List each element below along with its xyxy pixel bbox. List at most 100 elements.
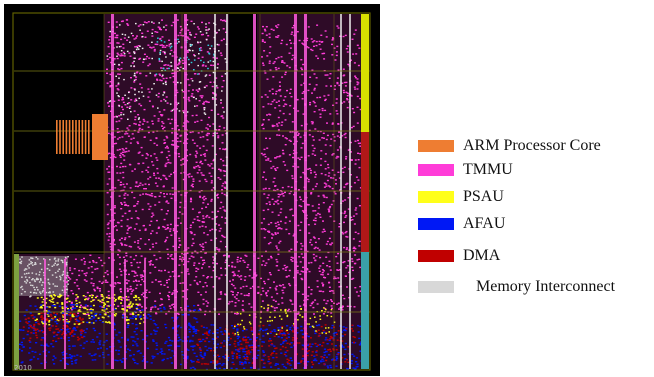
tmmu-cell <box>269 273 272 276</box>
tmmu-cell <box>147 178 150 180</box>
tmmu-cell <box>190 197 192 200</box>
afau-cell <box>176 316 179 319</box>
tmmu-cell <box>140 87 143 89</box>
tmmu-cell <box>191 208 194 210</box>
afau-cell <box>139 315 142 317</box>
dma-cell <box>312 363 315 366</box>
tmmu-cell <box>163 53 166 55</box>
tmmu-cell <box>239 257 242 259</box>
tmmu-cell <box>322 228 325 231</box>
afau-cell <box>250 330 254 332</box>
tmmu-cell <box>274 93 277 95</box>
afau-cell <box>57 331 60 334</box>
tmmu-cell <box>167 147 169 149</box>
tmmu-cell <box>201 131 204 133</box>
dma-cell <box>197 361 200 363</box>
afau-cell <box>113 324 116 326</box>
tmmu-cell <box>208 172 211 174</box>
dma-cell <box>314 342 317 345</box>
tmmu-cell <box>164 164 167 166</box>
tmmu-cell <box>145 193 147 195</box>
tmmu-cell <box>157 226 160 228</box>
afau-cell <box>86 321 89 324</box>
afau-cell <box>325 356 328 358</box>
tmmu-cell <box>289 284 292 287</box>
tmmu-cell <box>207 203 209 205</box>
psau-cell <box>263 307 265 309</box>
tmmu-cell <box>301 42 304 44</box>
tmmu-cell <box>208 310 211 313</box>
tmmu-cell <box>70 302 73 304</box>
memory-cell <box>164 51 166 53</box>
afau-cell <box>77 320 80 322</box>
afau-cell <box>210 347 213 350</box>
psau-cell <box>71 315 74 317</box>
memory-cell <box>139 45 141 47</box>
tmmu-cell <box>219 207 222 209</box>
tmmu-cell <box>336 81 339 84</box>
afau-cell <box>300 329 303 332</box>
afau-cell <box>290 342 293 344</box>
dma-cell <box>231 351 234 353</box>
tmmu-cell <box>121 54 124 57</box>
memory-cell <box>141 91 143 93</box>
psau-cell <box>129 303 132 305</box>
tmmu-cell <box>271 93 274 95</box>
memory-cell <box>189 45 192 47</box>
tmmu-cell <box>154 204 157 206</box>
tmmu-cell <box>139 238 142 240</box>
tmmu-cell <box>202 145 205 147</box>
tmmu-cell <box>116 131 119 133</box>
dma-cell <box>56 334 59 336</box>
tmmu-cell <box>160 151 163 154</box>
tmmu-cell <box>182 125 185 127</box>
afau-cell <box>84 304 87 306</box>
psau-cell <box>135 296 137 298</box>
tmmu-cell <box>276 292 279 295</box>
afau-cell <box>25 309 28 311</box>
psau-cell <box>125 310 128 312</box>
tmmu-cell <box>341 305 344 307</box>
tmmu-cell <box>144 183 147 185</box>
afau-cell <box>265 328 268 330</box>
tmmu-cell <box>137 114 140 116</box>
tmmu-cell <box>181 59 184 62</box>
tmmu-cell <box>238 276 241 278</box>
tmmu-cell <box>128 163 131 166</box>
dma-cell <box>76 323 79 325</box>
afau-cell <box>262 329 265 332</box>
tmmu-cell <box>215 31 218 34</box>
tmmu-cell <box>207 276 210 278</box>
tmmu-cell <box>234 287 237 289</box>
tmmu-cell <box>333 136 336 138</box>
tmmu-cell <box>192 186 194 188</box>
dma-cell <box>352 336 355 338</box>
tmmu-cell <box>300 124 303 127</box>
psau-cell <box>277 329 280 331</box>
tmmu-cell <box>236 274 239 277</box>
tmmu-cell <box>288 192 291 195</box>
tmmu-cell <box>140 146 143 149</box>
tmmu-cell <box>345 275 347 277</box>
tmmu-cell <box>282 195 285 197</box>
tmmu-cell <box>357 159 360 161</box>
afau-cell <box>320 361 323 363</box>
memory-cell <box>126 102 129 105</box>
afau-cell <box>267 360 270 363</box>
tmmu-cell <box>153 115 156 117</box>
afau-cell <box>59 359 62 362</box>
tmmu-cell <box>187 96 190 99</box>
tmmu-cell <box>341 309 344 311</box>
tmmu-cell <box>337 156 340 158</box>
tmmu-cell <box>261 255 263 257</box>
tmmu-cell <box>168 278 171 281</box>
tmmu-cell <box>182 163 185 165</box>
tmmu-cell <box>337 269 340 271</box>
tmmu-cell <box>154 182 157 184</box>
dma-cell <box>318 332 321 335</box>
memory-cell <box>135 22 137 25</box>
tmmu-cell <box>140 276 143 278</box>
afau-cell <box>290 346 293 348</box>
afau-cell <box>153 356 156 358</box>
tmmu-cell <box>202 153 205 156</box>
